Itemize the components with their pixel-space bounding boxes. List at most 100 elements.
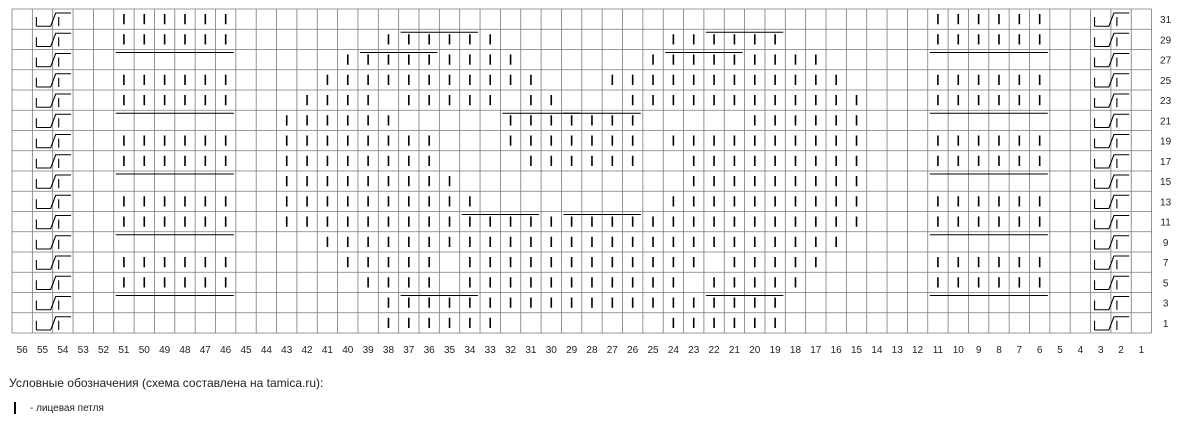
- column-number: 21: [729, 345, 741, 356]
- column-number: 45: [240, 345, 252, 356]
- column-number: 41: [322, 345, 334, 356]
- row-number: 9: [1163, 238, 1169, 249]
- chart-grid: [11, 8, 1152, 334]
- cable-cross-stitch: [35, 316, 72, 331]
- column-number: 7: [1017, 345, 1023, 356]
- cable-cross-stitch: [1094, 194, 1130, 210]
- column-number: 30: [546, 345, 558, 356]
- column-number: 12: [912, 345, 924, 356]
- cable-cross-stitch: [35, 194, 72, 210]
- column-number: 43: [281, 345, 293, 356]
- column-number: 56: [17, 345, 29, 356]
- column-number: 23: [688, 345, 700, 356]
- column-number: 2: [1118, 345, 1124, 356]
- cable-cross-stitch: [1094, 235, 1130, 250]
- row-number: 21: [1160, 116, 1172, 127]
- column-number: 4: [1078, 345, 1084, 356]
- column-number: 24: [668, 345, 680, 356]
- cable-cross-stitch: [1094, 93, 1130, 108]
- row-number: 7: [1163, 258, 1169, 269]
- legend-title: Условные обозначения (схема составлена н…: [9, 376, 324, 390]
- column-number: 39: [363, 345, 375, 356]
- cable-cross-stitch: [1094, 214, 1130, 230]
- column-number: 36: [424, 345, 436, 356]
- knit-stitch-icon: [14, 402, 16, 414]
- cable-cross-stitch: [35, 295, 72, 311]
- cable-cross-stitch: [1094, 275, 1130, 291]
- column-number: 15: [851, 345, 863, 356]
- cable-cross-stitch: [1094, 255, 1130, 270]
- cable-cross-stitch: [35, 235, 72, 250]
- cable-cross-stitch: [1094, 113, 1130, 129]
- cable-cross-stitch: [1094, 32, 1130, 48]
- column-number: 54: [57, 345, 69, 356]
- legend-label: - лицевая петля: [30, 402, 104, 414]
- column-number: 31: [525, 345, 537, 356]
- cable-cross-stitch: [35, 133, 72, 149]
- cable-cross-stitch: [1094, 174, 1130, 189]
- cable-cross-stitch: [35, 275, 72, 291]
- row-number: 31: [1160, 15, 1172, 26]
- column-number: 1: [1139, 345, 1145, 356]
- cable-cross-stitch: [35, 73, 72, 88]
- column-number: 10: [953, 345, 965, 356]
- column-number: 42: [302, 345, 314, 356]
- row-number: 19: [1160, 137, 1172, 148]
- column-number: 19: [770, 345, 782, 356]
- column-number: 55: [37, 345, 49, 356]
- row-number: 1: [1163, 319, 1169, 330]
- row-number: 13: [1160, 197, 1172, 208]
- column-number: 34: [464, 345, 476, 356]
- row-number: 11: [1160, 218, 1171, 229]
- cable-cross-stitch: [35, 32, 72, 48]
- column-number: 16: [831, 345, 843, 356]
- cable-cross-stitch: [1094, 52, 1130, 68]
- cable-cross-stitch: [35, 12, 72, 27]
- column-number: 53: [78, 345, 90, 356]
- column-number: 14: [871, 345, 883, 356]
- column-number: 37: [403, 345, 415, 356]
- column-number: 8: [996, 345, 1002, 356]
- legend-item-knit: - лицевая петля: [14, 400, 104, 416]
- row-number: 25: [1160, 76, 1172, 87]
- column-number: 50: [139, 345, 151, 356]
- column-number: 13: [892, 345, 904, 356]
- column-number: 18: [790, 345, 802, 356]
- row-number: 15: [1160, 177, 1172, 188]
- cable-cross-stitch: [1094, 295, 1130, 311]
- chart-stitches: [35, 12, 1130, 331]
- row-number: 17: [1160, 157, 1172, 168]
- row-number: 29: [1160, 35, 1172, 46]
- row-number: 27: [1160, 56, 1172, 67]
- cable-cross-stitch: [35, 214, 72, 230]
- column-number: 22: [709, 345, 721, 356]
- cable-cross-stitch: [35, 255, 72, 270]
- column-number: 9: [976, 345, 982, 356]
- cable-cross-stitch: [1094, 154, 1130, 169]
- column-number: 52: [98, 345, 110, 356]
- column-number: 38: [383, 345, 395, 356]
- cable-cross-stitch: [35, 154, 72, 169]
- column-number: 25: [647, 345, 659, 356]
- column-number: 48: [179, 345, 191, 356]
- column-number: 28: [586, 345, 598, 356]
- column-number: 6: [1037, 345, 1043, 356]
- column-number: 3: [1098, 345, 1104, 356]
- column-number: 29: [566, 345, 578, 356]
- row-number: 23: [1160, 96, 1172, 107]
- column-number: 49: [159, 345, 171, 356]
- column-number: 17: [810, 345, 822, 356]
- column-number: 44: [261, 345, 273, 356]
- cable-cross-stitch: [35, 93, 72, 108]
- cable-cross-stitch: [1094, 133, 1130, 149]
- column-number: 46: [220, 345, 232, 356]
- column-number: 27: [607, 345, 619, 356]
- column-number: 33: [485, 345, 497, 356]
- cable-cross-stitch: [1094, 12, 1130, 27]
- cable-cross-stitch: [35, 52, 72, 68]
- column-number: 26: [627, 345, 639, 356]
- column-number: 20: [749, 345, 761, 356]
